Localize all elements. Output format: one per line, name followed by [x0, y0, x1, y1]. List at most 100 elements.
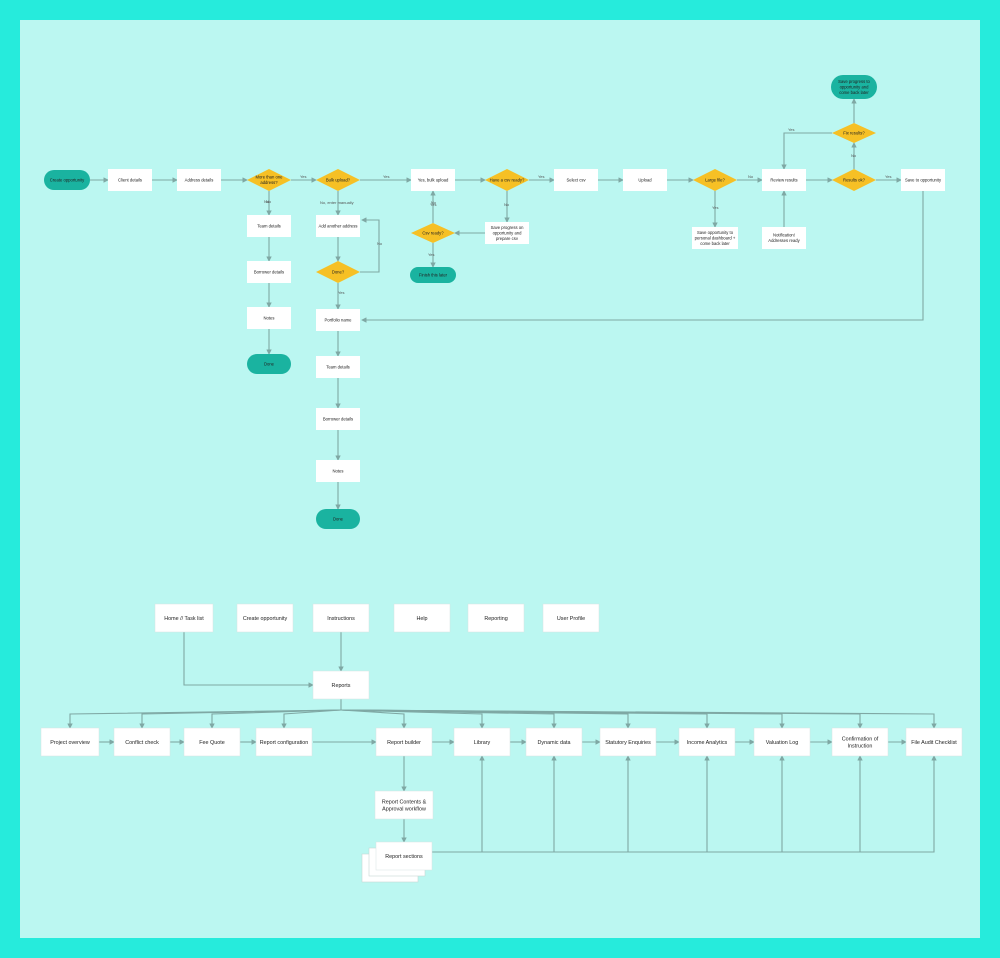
terminal-shape [410, 267, 456, 283]
edge-label: Yes [428, 252, 435, 257]
nav-box: Instructions [312, 603, 370, 633]
flow-node-label: Save progress to [838, 79, 870, 84]
sitemap-box-shape [453, 727, 511, 757]
sitemap-arrow [281, 709, 342, 729]
flow-node-bulk_upload: Bulk upload? [316, 169, 360, 191]
nav-box: Reporting [467, 603, 525, 633]
flow-node-label: come back later [700, 241, 730, 246]
flow-node-done_b: Done [316, 509, 360, 529]
flow-node-client_details: Client details [108, 169, 152, 191]
process-shape [247, 307, 291, 329]
sitemap-box-shape [183, 727, 241, 757]
sitemap-box-shape [831, 727, 889, 757]
terminal-shape [247, 354, 291, 374]
decision-shape [316, 261, 360, 283]
process-shape [411, 169, 455, 191]
flow-node-label: Team details [326, 364, 350, 369]
sitemap-label: Report sections [385, 854, 423, 860]
flow-node-label: Save progress on [491, 225, 524, 230]
edge-label: Yes [338, 290, 345, 295]
module-box: Statutory Enquiries [599, 727, 657, 757]
flow-node-review_results: Review results [762, 169, 806, 191]
flow-node-yes_bulk: Yes, bulk upload [411, 169, 455, 191]
sitemap-label: Confirmation of [842, 736, 879, 742]
sitemap-label: Approval workflow [382, 806, 426, 812]
sitemap-box-shape [236, 603, 294, 633]
flow-node-select_csv: Select csv [554, 169, 598, 191]
flow-node-label: opportunity and [493, 230, 523, 235]
nav-box: Create opportunity [236, 603, 294, 633]
sitemap-label: Home // Task list [164, 616, 204, 622]
sitemap-label: Report configuration [260, 740, 309, 746]
flow-node-label: prepare csv [496, 236, 519, 241]
edge-label: No [431, 200, 437, 205]
decision-shape [485, 169, 529, 191]
flow-node-add_another: Add another address [316, 215, 360, 237]
process-shape [762, 169, 806, 191]
nav-box: Home // Task list [154, 603, 214, 633]
sitemap-box-shape [599, 727, 657, 757]
flow-node-label: Create opportunity [50, 177, 85, 182]
sitemap-arrow [782, 755, 863, 853]
flow-arrow [360, 217, 380, 273]
sitemap-arrow [183, 632, 314, 688]
sitemap-label: File Audit Checklist [911, 740, 957, 746]
flow-node-label: Add another address [319, 223, 358, 228]
sitemap-label: Report builder [387, 740, 421, 746]
edge-label: No [748, 174, 754, 179]
nav-box: Help [393, 603, 451, 633]
module-box: Report configuration [255, 727, 313, 757]
edge-label: No [264, 199, 270, 204]
sitemap-label: Income Analytics [687, 740, 728, 746]
sitemap-label: User Profile [557, 616, 585, 622]
module-box: Conflict check [113, 727, 171, 757]
sitemap-label: Statutory Enquiries [605, 740, 651, 746]
sitemap-arrow [209, 709, 342, 729]
sitemap-box-shape [375, 727, 433, 757]
process-shape [316, 408, 360, 430]
sitemap-box-shape [905, 727, 963, 757]
sitemap-box-shape [542, 603, 600, 633]
decision-shape [411, 223, 455, 243]
flow-node-fix_results: Fix results? [832, 123, 876, 143]
flow-node-notes_b: Notes [316, 460, 360, 482]
flow-node-borrower_details_a: Borrower details [247, 261, 291, 283]
sitemap-label: Valuation Log [766, 740, 799, 746]
flow-node-label: Have a csv ready? [490, 177, 525, 182]
flow-node-label: Addresses ready [768, 238, 800, 243]
flow-node-portfolio_name: Portfolio name [316, 309, 360, 331]
process-shape [177, 169, 221, 191]
approval-box: Report Contents &Approval workflow [374, 790, 434, 820]
sitemap-box-shape [255, 727, 313, 757]
edge-label: No [504, 202, 510, 207]
module-box: Income Analytics [678, 727, 736, 757]
process-shape [901, 169, 945, 191]
sitemap-arrow [554, 755, 631, 853]
sitemap-arrow [628, 755, 710, 853]
flow-node-label: Done? [332, 269, 345, 274]
flow-node-label: Csv ready? [422, 230, 444, 235]
edge-label: Yes [712, 205, 719, 210]
flow-node-label: opportunity and [840, 84, 870, 89]
flow-node-label: Results ok? [843, 177, 866, 182]
sitemap-arrow [707, 755, 785, 853]
sitemap-box-shape [525, 727, 583, 757]
flow-node-label: Bulk upload? [326, 177, 351, 182]
flow-node-team_details_a: Team details [247, 215, 291, 237]
edge-label: Yes [430, 202, 437, 207]
sitemap-arrow [482, 755, 557, 853]
sitemap-label: Project overview [50, 740, 90, 746]
nav-box: User Profile [542, 603, 600, 633]
decision-shape [247, 169, 291, 191]
process-shape [485, 222, 529, 244]
sitemap-box-shape [40, 727, 100, 757]
flow-node-borrower_details_b: Borrower details [316, 408, 360, 430]
flow-node-finish_later: Finish this later [410, 267, 456, 283]
edge-label: Yes [788, 127, 795, 132]
terminal-shape [831, 75, 877, 99]
flow-node-label: Team details [257, 223, 281, 228]
